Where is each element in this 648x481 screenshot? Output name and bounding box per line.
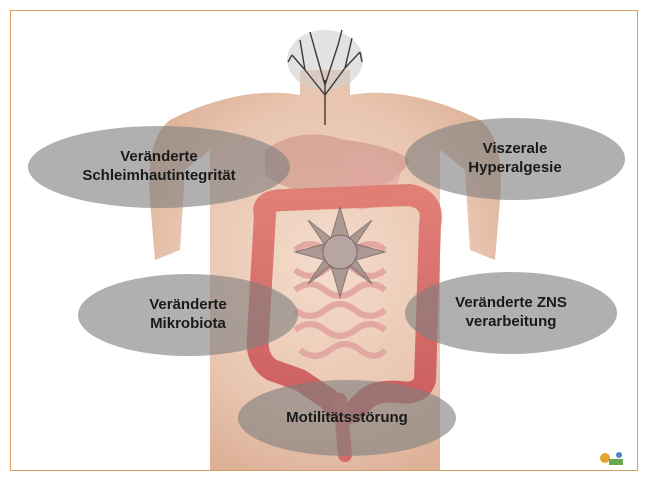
label-top-left-line1: Veränderte [82,148,235,167]
label-top-right-line1: Viszerale [468,140,561,159]
label-top-right-line2: Hyperalgesie [468,159,561,178]
logo-icon [597,447,627,469]
label-bottom-text: Motilitätsstörung [286,409,408,428]
label-mid-right: Veränderte ZNS verarbeitung [405,272,617,354]
label-mid-right-line1: Veränderte ZNS [455,294,567,313]
label-top-left: Veränderte Schleimhautintegrität [28,126,290,208]
label-top-left-line2: Schleimhautintegrität [82,167,235,186]
star-icon [295,207,385,297]
label-mid-right-line2: verarbeitung [455,313,567,332]
label-bottom: Motilitätsstörung [238,380,456,456]
label-mid-left: Veränderte Mikrobiota [78,274,298,356]
label-top-right: Viszerale Hyperalgesie [405,118,625,200]
label-mid-left-line2: Mikrobiota [149,315,227,334]
label-mid-left-line1: Veränderte [149,296,227,315]
